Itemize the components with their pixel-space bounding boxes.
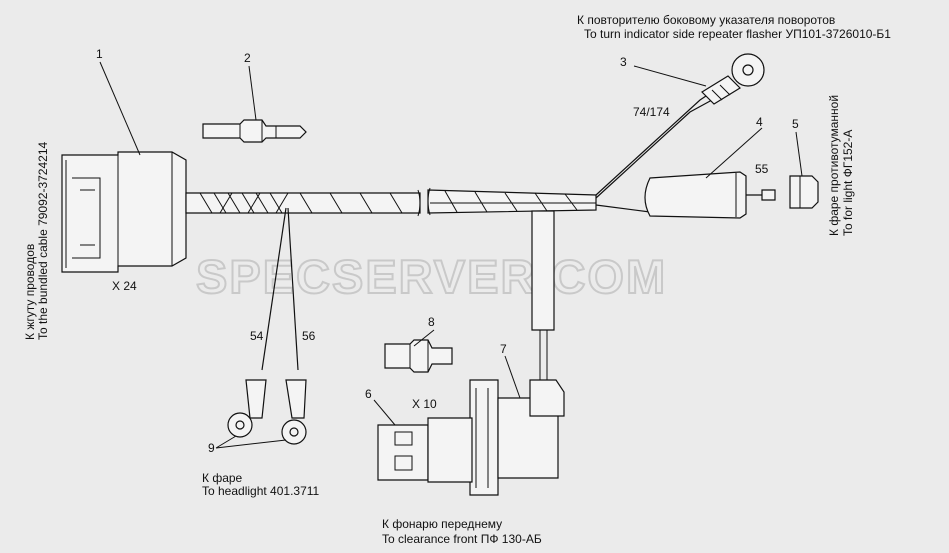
callout-6: 6 — [365, 387, 372, 401]
ring-terminal-3 — [701, 53, 765, 105]
callout-7: 7 — [500, 342, 507, 356]
watermark: SPECSERVER.COM — [196, 250, 667, 303]
main-harness — [185, 91, 713, 380]
label-clearance-en: To clearance front ПФ 130-АБ — [382, 532, 542, 546]
wire-54: 54 — [250, 329, 264, 343]
part-5-connector — [789, 175, 819, 209]
callout-8: 8 — [428, 315, 435, 329]
callout-4: 4 — [756, 115, 763, 129]
wire-55: 55 — [755, 162, 769, 176]
label-fog-en: To for light ФГ152-А — [841, 130, 855, 236]
callout-9: 9 — [208, 441, 215, 455]
connector-x24 — [61, 151, 187, 273]
wire-56: 56 — [302, 329, 316, 343]
label-repeater-ru: К повторителю боковому указателя поворот… — [577, 13, 835, 27]
label-bundle-ru: К жгуту проводов — [23, 244, 37, 340]
label-headlight-ru: К фаре — [202, 471, 243, 485]
wire-74-174: 74/174 — [633, 105, 670, 119]
callout-5: 5 — [792, 117, 799, 131]
label-fog-ru: К фаре противотуманной — [827, 95, 841, 236]
label-clearance-ru: К фонарю переднему — [382, 517, 502, 531]
terminal-2 — [202, 119, 307, 143]
part-6-connector-x10 — [377, 417, 473, 483]
leader-lines — [99, 61, 803, 449]
label-x10: X 10 — [412, 397, 437, 411]
ring-terminals-9 — [227, 379, 307, 445]
callout-1: 1 — [96, 47, 103, 61]
label-x24: X 24 — [112, 279, 137, 293]
part-8-terminal — [384, 339, 453, 373]
part-4-holder — [644, 171, 776, 219]
part-7-socket — [469, 379, 565, 496]
label-bundle-en: To the bundled cable 79092-3724214 — [36, 142, 50, 340]
label-headlight-en: To headlight 401.3711 — [202, 484, 320, 498]
callout-2: 2 — [244, 51, 251, 65]
label-repeater-en: To turn indicator side repeater flasher … — [584, 27, 891, 41]
callout-3: 3 — [620, 55, 627, 69]
